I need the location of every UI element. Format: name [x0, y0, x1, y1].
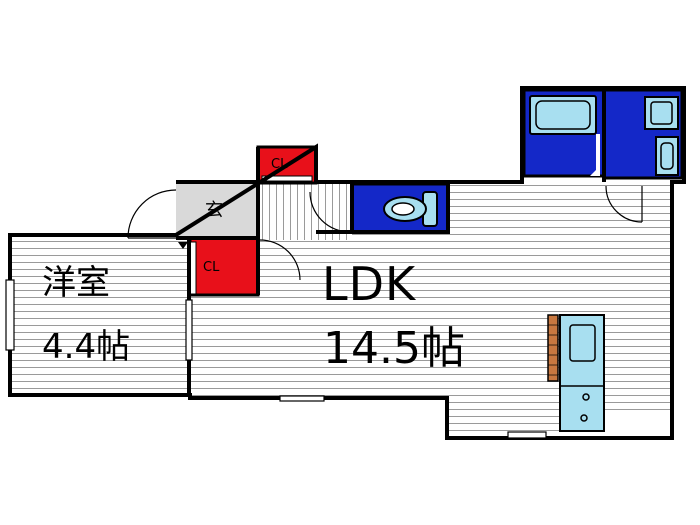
- toilet-icon: [383, 191, 438, 227]
- windows: [5, 279, 547, 439]
- entry-arrow-icon: [178, 242, 188, 249]
- stove-icon: [580, 393, 590, 422]
- counter-lines: [548, 324, 558, 376]
- washbasin-icon: [644, 96, 679, 130]
- counter: [547, 314, 559, 382]
- western-room-label: 洋室: [42, 263, 110, 303]
- western-room-size-label: 4.4帖: [42, 327, 131, 367]
- entrance-label: 玄: [205, 200, 223, 221]
- washing-machine-icon: [655, 136, 679, 176]
- closet-top-label: CL: [271, 157, 288, 172]
- kitchen-sink-icon: [569, 324, 596, 362]
- door-arrow-icon: [590, 168, 598, 176]
- bathtub-icon: [529, 95, 597, 135]
- closet-middle: [188, 236, 260, 297]
- closet-top-shelf: [261, 175, 313, 182]
- ldk-size-label: 14.5帖: [323, 323, 465, 374]
- door-swings: [127, 185, 643, 281]
- ldk-label: LDK: [322, 257, 417, 311]
- closet-middle-label: CL: [203, 260, 220, 275]
